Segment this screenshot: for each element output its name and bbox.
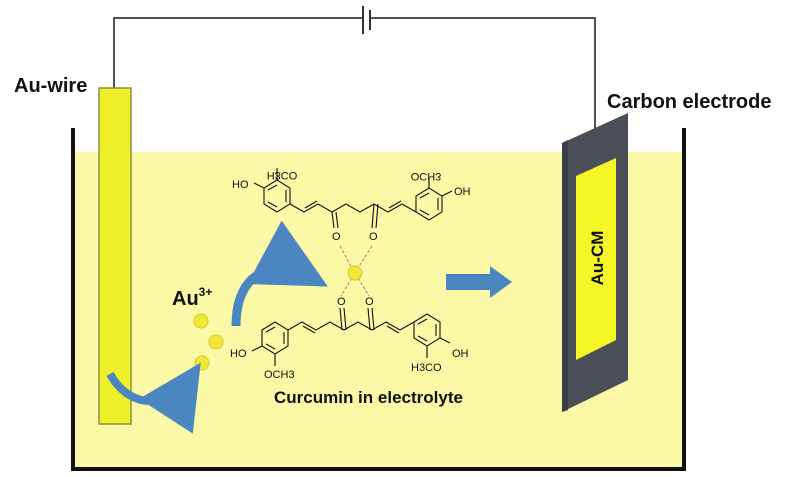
au-wire-electrode — [98, 87, 132, 425]
ho-top-left: HO — [232, 179, 249, 191]
o-top-left: O — [332, 231, 341, 243]
complexation-arrow — [231, 220, 328, 327]
h3co-bottom-right: H3CO — [411, 362, 442, 374]
o-bottom-right: O — [365, 296, 374, 308]
au-center-atom — [347, 265, 363, 281]
au-ion — [208, 334, 224, 350]
external-circuit-wire — [113, 17, 596, 140]
curcumin-complex-structure — [251, 168, 453, 366]
oh-top-right: OH — [454, 186, 471, 198]
au-cm-deposit — [576, 158, 616, 360]
h3co-top-mirrored: H3CO — [267, 169, 298, 181]
ho-bottom-left: HO — [230, 348, 247, 360]
och3-top-mirrored: OCH3 — [411, 170, 442, 182]
oxidation-arrow — [106, 362, 201, 434]
carbon-electrode-label: Carbon electrode — [607, 91, 771, 113]
oh-bottom-right: OH — [452, 348, 469, 360]
carbon-electrode-edge — [562, 140, 568, 412]
au-wire-label: Au-wire — [14, 75, 87, 97]
au-ion — [194, 355, 210, 371]
au-ion — [193, 313, 209, 329]
o-top-right: O — [369, 231, 378, 243]
beaker — [71, 128, 686, 471]
o-bottom-left: O — [337, 296, 346, 308]
deposition-arrow — [446, 266, 512, 298]
au-cm-label: Au-CM — [588, 231, 607, 286]
och3-bottom-left: OCH3 — [264, 369, 295, 381]
au-ion-label: Au3+ — [172, 285, 212, 310]
curcumin-caption: Curcumin in electrolyte — [274, 388, 463, 407]
